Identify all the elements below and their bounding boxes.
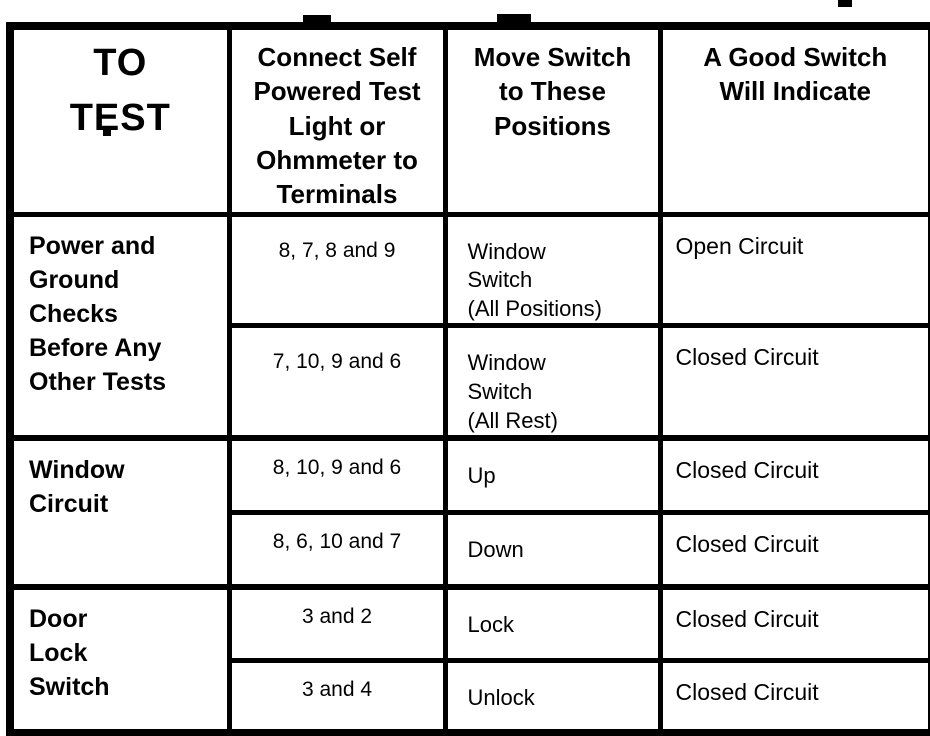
scan-speck [497,14,531,23]
cell-terminals-power-ground-1: 8, 7, 8 and 9 [226,211,448,329]
header-to-test: TO TEST [7,23,232,217]
table-row-power-ground-1: Power and Ground Checks Before Any Other… [7,211,930,441]
cell-terminals-window-circuit-1: 8, 10, 9 and 6 [226,435,448,515]
table-row-door-lock-1: Door Lock Switch 3 and 2 Lock Closed Cir… [7,584,930,736]
cell-position-door-lock-1: Lock [442,584,663,663]
cell-indication-power-ground-1: Open Circuit [657,211,930,329]
cell-position-window-circuit-1: Up [442,435,663,515]
table-row-power-ground-2: 7, 10, 9 and 6 Window Switch (All Rest) … [10,324,930,441]
header-move-switch: Move Switch to These Positions [442,23,663,217]
table-row-door-lock-2: 3 and 4 Unlock Closed Circuit [10,658,930,736]
cell-terminals-door-lock-2: 3 and 4 [226,658,448,736]
header-connect-terminals: Connect Self Powered Test Light or Ohmme… [226,23,448,217]
cell-test-window-circuit: Window Circuit [7,435,232,590]
table-header-row: TO TEST Connect Self Powered Test Light … [7,23,930,217]
cell-terminals-power-ground-2: 7, 10, 9 and 6 [226,324,448,441]
cell-indication-door-lock-1: Closed Circuit [657,584,930,663]
cell-position-window-circuit-2: Down [442,510,663,590]
cell-indication-power-ground-2: Closed Circuit [657,324,930,441]
cell-indication-window-circuit-1: Closed Circuit [657,435,930,515]
cell-position-door-lock-2: Unlock [442,658,663,736]
switch-test-table: TO TEST Connect Self Powered Test Light … [6,22,930,736]
cell-position-power-ground-1: Window Switch (All Positions) [442,211,663,329]
scan-speck [303,15,331,23]
header-good-switch-indicate: A Good Switch Will Indicate [657,23,930,217]
cell-test-door-lock: Door Lock Switch [7,584,232,736]
cell-position-power-ground-2: Window Switch (All Rest) [442,324,663,441]
cell-terminals-door-lock-1: 3 and 2 [226,584,448,663]
cell-indication-window-circuit-2: Closed Circuit [657,510,930,590]
scan-speck [103,130,111,136]
table-row-window-circuit-2: 8, 6, 10 and 7 Down Closed Circuit [10,510,930,590]
cell-terminals-window-circuit-2: 8, 6, 10 and 7 [226,510,448,590]
cell-test-power-ground: Power and Ground Checks Before Any Other… [7,211,232,441]
cell-indication-door-lock-2: Closed Circuit [657,658,930,736]
scan-speck [838,0,852,7]
table-row-window-circuit-1: Window Circuit 8, 10, 9 and 6 Up Closed … [7,435,930,590]
